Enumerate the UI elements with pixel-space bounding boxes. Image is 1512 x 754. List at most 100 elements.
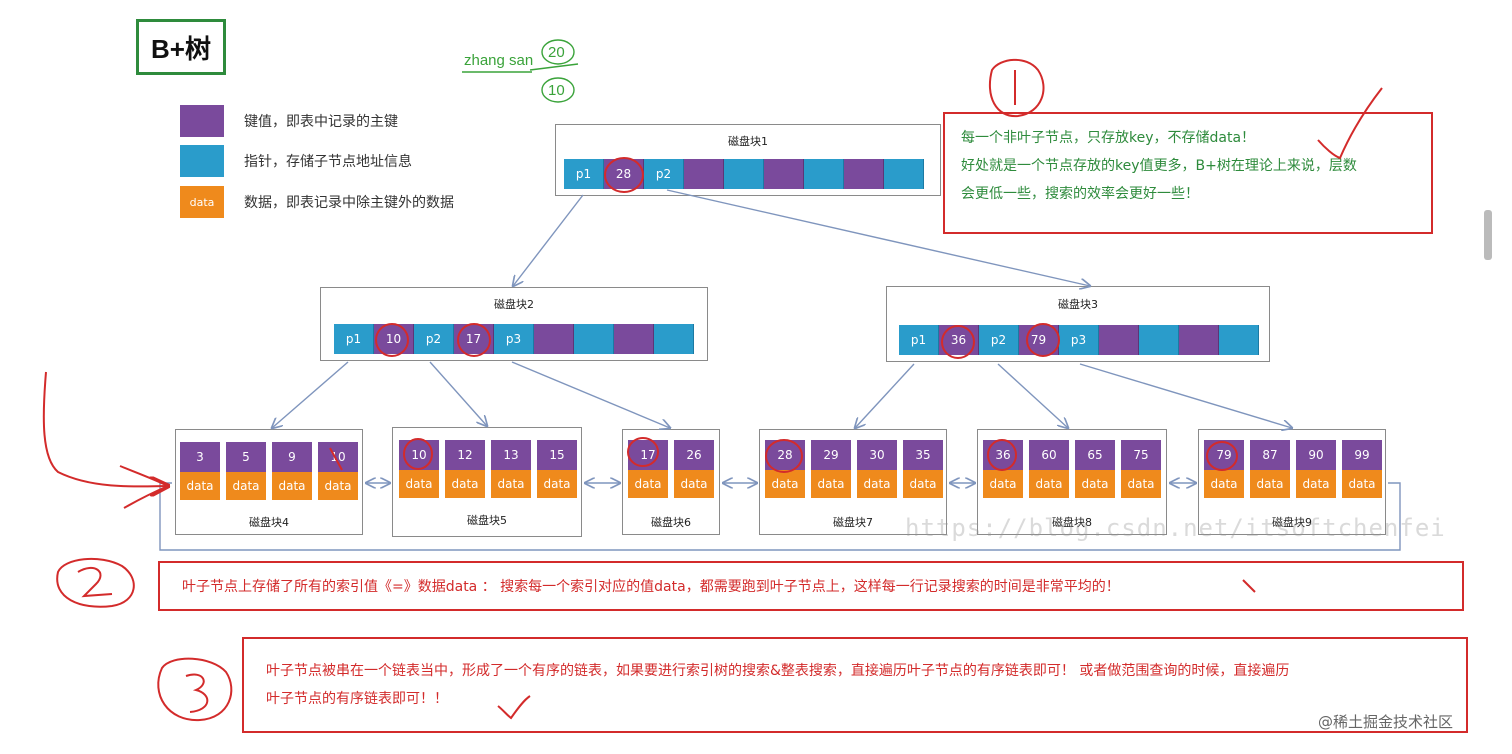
key-cell: 28 xyxy=(604,159,644,189)
leaf-key: 26 xyxy=(674,440,714,470)
legend-item-key: 键值，即表中记录的主键 xyxy=(180,105,398,137)
key-cell xyxy=(764,159,804,189)
legend-label-key: 键值，即表中记录的主键 xyxy=(244,114,398,130)
leaf-data: data xyxy=(399,470,439,498)
diagram-title: B+树 xyxy=(136,19,226,75)
leaf-data: data xyxy=(1296,470,1336,498)
leaf-data: data xyxy=(1342,470,1382,498)
leaf-data: data xyxy=(272,472,312,500)
legend-swatch-data: data xyxy=(180,186,224,218)
legend-label-pointer: 指针，存储子节点地址信息 xyxy=(244,154,412,170)
note-3-line-2: 叶子节点的有序链表即可！！ xyxy=(266,691,448,707)
leaf-key: 15 xyxy=(537,440,577,470)
leaf-data: data xyxy=(811,470,851,498)
note-3: 叶子节点被串在一个链表当中，形成了一个有序的链表，如果要进行索引树的搜索&整表搜… xyxy=(242,637,1468,733)
name-stroke xyxy=(529,63,579,71)
block-cells: p1 36 p2 79 p3 xyxy=(899,325,1259,355)
leaf-data: data xyxy=(491,470,531,498)
legend-item-data: data 数据，即表记录中除主键外的数据 xyxy=(180,186,454,218)
leaf-key: 87 xyxy=(1250,440,1290,470)
note-1-line-1: 每一个非叶子节点，只存放key，不存储data！ xyxy=(961,130,1256,146)
leaf-data: data xyxy=(1250,470,1290,498)
note-2-text: 叶子节点上存储了所有的索引值《=》数据data ： 搜索每一个索引对应的值dat… xyxy=(182,579,1120,595)
pointer-cell xyxy=(574,324,614,354)
pointer-cell: p1 xyxy=(564,159,604,189)
block-cells: p1 10 p2 17 p3 xyxy=(334,324,694,354)
disk-block-3: 磁盘块3 p1 36 p2 79 p3 xyxy=(886,286,1270,362)
site-watermark: @稀土掘金技术社区 xyxy=(1318,713,1454,731)
pointer-cell: p2 xyxy=(414,324,454,354)
legend-swatch-key xyxy=(180,105,224,137)
key-cell xyxy=(1099,325,1139,355)
block-label: 磁盘块3 xyxy=(1058,298,1098,311)
pointer-cell: p1 xyxy=(899,325,939,355)
key-cell xyxy=(844,159,884,189)
leaf-data: data xyxy=(628,470,668,498)
key-cell xyxy=(534,324,574,354)
block-cells: p1 28 p2 xyxy=(564,159,924,189)
leaf-key: 99 xyxy=(1342,440,1382,470)
leaf-data: data xyxy=(180,472,220,500)
scrollbar-thumb[interactable] xyxy=(1484,210,1492,260)
block-label: 磁盘块5 xyxy=(467,514,507,527)
note-2: 叶子节点上存储了所有的索引值《=》数据data ： 搜索每一个索引对应的值dat… xyxy=(158,561,1464,611)
handwritten-name: zhang san xyxy=(464,52,534,69)
leaf-key: 90 xyxy=(1296,440,1336,470)
leaf-data: data xyxy=(318,472,358,500)
leaf-key: 10 xyxy=(399,440,439,470)
key-cell xyxy=(1179,325,1219,355)
key-cell xyxy=(684,159,724,189)
leaf-data: data xyxy=(983,470,1023,498)
leaf-data: data xyxy=(857,470,897,498)
pointer-cell: p1 xyxy=(334,324,374,354)
pointer-cell xyxy=(654,324,694,354)
edge-block2-to-block4 xyxy=(272,361,349,428)
leaf-key: 10 xyxy=(318,442,358,472)
left-pointer-arrow xyxy=(42,371,168,486)
circled-number-2 xyxy=(56,557,135,608)
disk-block-2: 磁盘块2 p1 10 p2 17 p3 xyxy=(320,287,708,361)
leaf-data: data xyxy=(903,470,943,498)
leaf-data: data xyxy=(1029,470,1069,498)
key-cell: 36 xyxy=(939,325,979,355)
leaf-data: data xyxy=(226,472,266,500)
note-1: 每一个非叶子节点，只存放key，不存储data！ 好处就是一个节点存放的key值… xyxy=(943,112,1433,234)
leaf-key: 75 xyxy=(1121,440,1161,470)
pointer-cell: p2 xyxy=(644,159,684,189)
note-1-line-3: 会更低一些，搜索的效率会更好一些！ xyxy=(961,186,1199,202)
note-3-line-1: 叶子节点被串在一个链表当中，形成了一个有序的链表，如果要进行索引树的搜索&整表搜… xyxy=(266,663,1290,679)
edge-block2-to-block5 xyxy=(429,361,487,426)
leaf-data: data xyxy=(1075,470,1115,498)
leaf-data: data xyxy=(445,470,485,498)
edge-block3-to-block7 xyxy=(855,363,915,428)
key-cell: 17 xyxy=(454,324,494,354)
disk-block-1: 磁盘块1 p1 28 p2 xyxy=(555,124,941,196)
leaf-key: 35 xyxy=(903,440,943,470)
circled-number-3 xyxy=(157,657,233,722)
handwritten-number-bottom: 10 xyxy=(548,82,565,99)
numeral-2 xyxy=(77,566,113,598)
edge-block2-to-block6 xyxy=(511,361,670,428)
pointer-cell: p3 xyxy=(1059,325,1099,355)
circled-number-1 xyxy=(988,58,1045,118)
leaf-data: data xyxy=(1121,470,1161,498)
